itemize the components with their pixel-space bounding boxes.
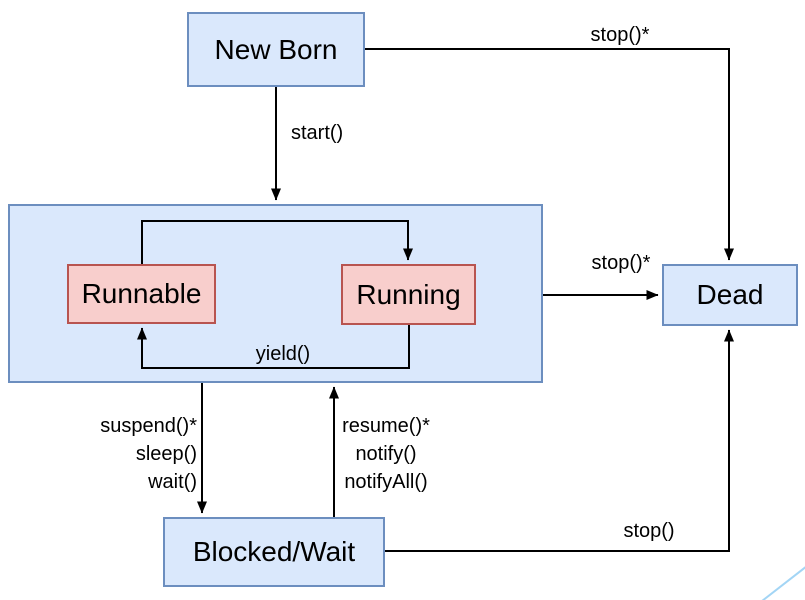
node-running: Running [341,264,476,325]
edge-label-wait: wait() [148,471,197,493]
edge-label-stop-blocked: stop() [623,520,675,542]
edge-label-yield: yield() [255,343,311,365]
edge-label-start: start() [291,122,344,144]
edge-label-resume-group: resume()* notify() notifyAll() [330,412,442,496]
edge-label-suspend-group: suspend()* sleep() wait() [55,412,197,496]
node-runnable: Runnable [67,264,216,324]
edge-label-suspend: suspend()* [100,415,197,437]
node-new-born: New Born [187,12,365,87]
edge-label-sleep: sleep() [135,443,197,465]
edge-label-notify: notify() [355,443,417,465]
edge-stop-blocked-arrow [385,329,734,552]
edge-label-stop-running: stop()* [591,252,651,274]
decorative-corner-line [761,566,805,600]
edge-label-resume: resume()* [342,415,430,437]
node-dead: Dead [662,264,798,326]
edge-label-notifyall: notifyAll() [344,471,428,493]
edge-label-stop-newborn: stop()* [590,24,650,46]
edge-dispatch-arrow [141,220,413,264]
edge-yield-arrow [137,325,410,369]
edge-stop-newborn-arrow [365,48,734,261]
node-blocked-wait: Blocked/Wait [163,517,385,587]
